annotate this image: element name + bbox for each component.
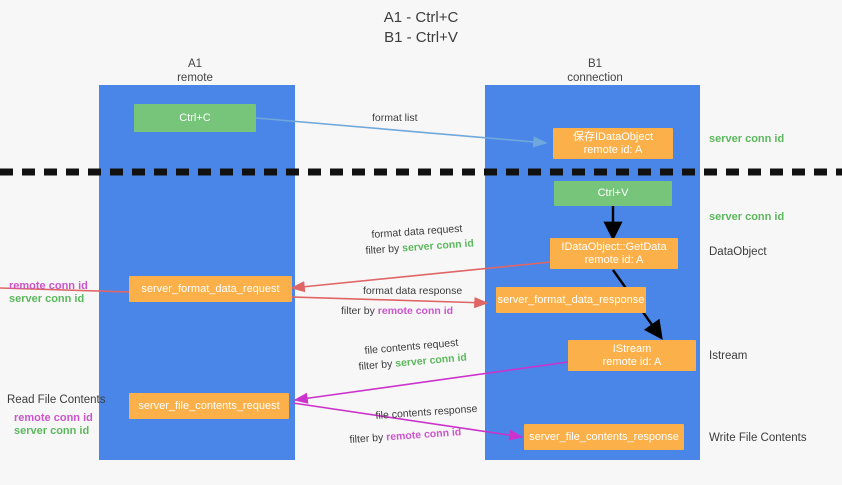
filter-prefix-3: filter by [358, 357, 396, 373]
node-istream-line2: remote id: A [602, 355, 662, 368]
filter-value-4: remote conn id [385, 426, 462, 444]
left-label-remote-conn-id-2: remote conn id [14, 412, 93, 424]
node-ctrl-v[interactable]: Ctrl+V [554, 181, 672, 206]
column-a1-sub: remote [177, 71, 213, 84]
left-label-server-conn-id-2: server conn id [14, 425, 90, 437]
node-server-format-data-response[interactable]: server_format_data_response [496, 287, 646, 313]
right-label-write-file-contents: Write File Contents [709, 432, 807, 444]
node-ctrl-v-label: Ctrl+V [597, 187, 629, 199]
node-server-format-data-request-label: server_format_data_request [141, 282, 280, 295]
node-ctrl-c[interactable]: Ctrl+C [134, 104, 256, 132]
filter-value-1: server conn id [401, 237, 475, 255]
right-label-server-conn-id-mid: server conn id [709, 211, 785, 223]
column-header-b1: B1 connection [495, 58, 695, 85]
right-label-istream: Istream [709, 350, 748, 362]
node-getdata-line1: IDataObject::GetData [561, 240, 667, 253]
node-save-idataobject-line1: 保存IDataObject [572, 130, 654, 143]
left-label-read-file-contents: Read File Contents [7, 394, 106, 406]
node-server-file-contents-response-label: server_file_contents_response [529, 430, 679, 443]
node-save-idataobject-line2: remote id: A [583, 143, 643, 156]
filter-value-2: remote conn id [377, 305, 454, 317]
edge-label-format-data-response: format data response [363, 285, 463, 297]
node-server-file-contents-response[interactable]: server_file_contents_response [524, 424, 684, 450]
node-getdata-line2: remote id: A [584, 253, 644, 266]
node-server-file-contents-request[interactable]: server_file_contents_request [129, 393, 289, 419]
diagram-title: A1 - Ctrl+C B1 - Ctrl+V [0, 8, 842, 48]
column-b1-name: B1 [587, 58, 603, 70]
right-label-server-conn-id-top: server conn id [709, 133, 785, 145]
column-b1-sub: connection [567, 71, 623, 84]
column-header-a1: A1 remote [95, 58, 295, 85]
right-label-dataobject: DataObject [709, 246, 767, 258]
title-line-2: B1 - Ctrl+V [384, 29, 458, 46]
node-getdata[interactable]: IDataObject::GetData remote id: A [550, 238, 678, 269]
filter-prefix-1: filter by [365, 242, 403, 257]
node-ctrl-c-label: Ctrl+C [179, 111, 211, 124]
node-save-idataobject[interactable]: 保存IDataObject remote id: A [553, 128, 673, 159]
node-server-file-contents-request-label: server_file_contents_request [138, 399, 280, 412]
column-a1-name: A1 [187, 58, 203, 70]
title-line-1: A1 - Ctrl+C [383, 9, 459, 26]
edge-label-format-data-response-filter: filter by remote conn id [341, 304, 453, 318]
edge-label-file-contents-response-filter: filter by remote conn id [349, 425, 462, 447]
node-istream-line1: IStream [612, 342, 652, 355]
node-server-format-data-request[interactable]: server_format_data_request [129, 276, 292, 302]
filter-prefix-4: filter by [349, 431, 387, 446]
left-label-remote-conn-id-1: remote conn id [9, 280, 88, 292]
node-server-format-data-response-label: server_format_data_response [497, 293, 645, 306]
edge-label-format-list: format list [372, 112, 418, 124]
edge-label-file-contents-response: file contents response [375, 402, 478, 422]
left-label-server-conn-id-1: server conn id [9, 293, 85, 305]
node-istream[interactable]: IStream remote id: A [568, 340, 696, 371]
filter-prefix-2: filter by [341, 305, 378, 317]
